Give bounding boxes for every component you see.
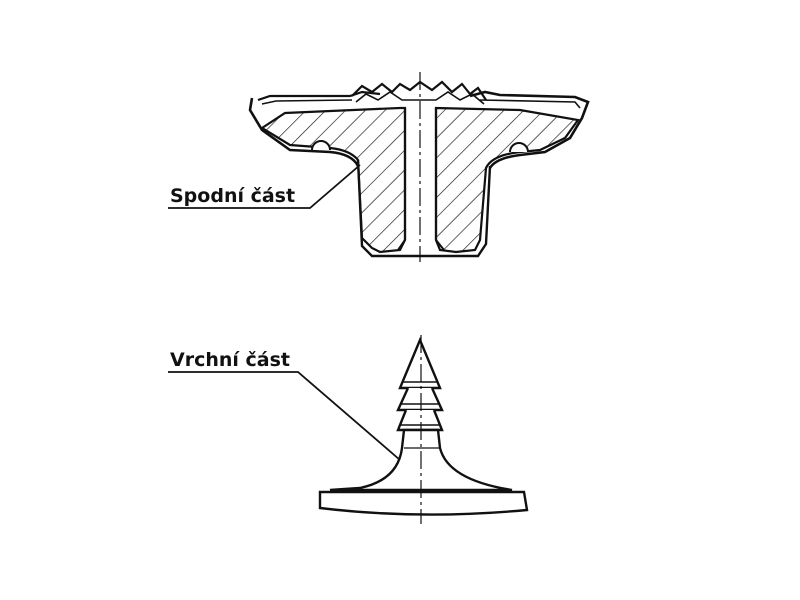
bottom-part-label: Spodní část (170, 185, 295, 207)
bottom-part-cap-shell (248, 97, 360, 167)
bottom-part-leader-line (168, 164, 361, 209)
top-part-conical-tip (398, 336, 442, 390)
bottom-part-drawing (248, 72, 590, 262)
bottom-part-body-right (434, 106, 580, 254)
top-part-drawing (318, 335, 529, 524)
top-part-label: Vrchní část (170, 349, 290, 371)
bottom-part-body (259, 106, 407, 254)
top-part-disc-head (318, 490, 529, 516)
top-part-barb-ring-2 (396, 409, 444, 432)
top-part-leader-line (168, 371, 401, 461)
top-part-barb-ring-1 (396, 387, 444, 412)
